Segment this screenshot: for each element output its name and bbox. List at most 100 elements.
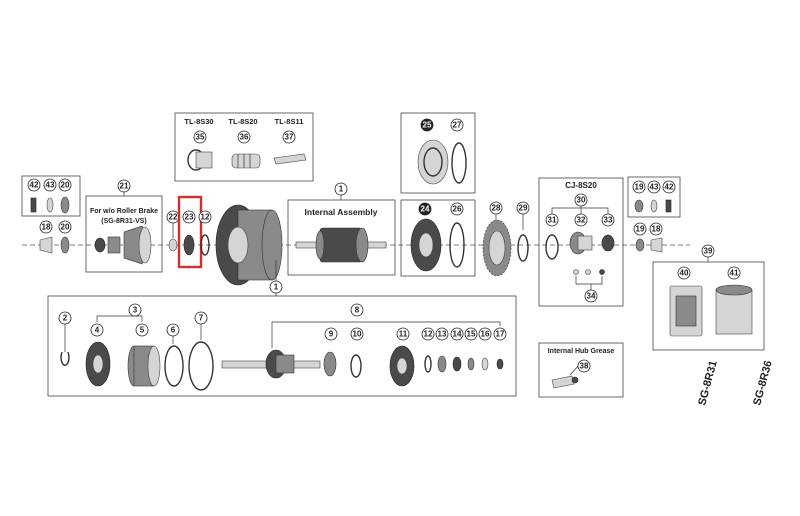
part-16[interactable]: 16	[478, 327, 492, 371]
svg-text:19: 19	[636, 225, 645, 234]
svg-text:16: 16	[481, 330, 490, 339]
svg-text:12: 12	[201, 213, 210, 222]
part-25[interactable]: 25	[417, 118, 449, 185]
part-28-sprocket[interactable]: 28	[482, 201, 512, 277]
highlight-box-23	[177, 195, 203, 269]
svg-text:30: 30	[577, 196, 586, 205]
svg-text:41: 41	[730, 269, 739, 278]
callout-1-top[interactable]: 1	[334, 182, 348, 196]
part-32[interactable]: 32	[569, 213, 593, 255]
part-31[interactable]: 31	[545, 213, 559, 260]
svg-text:43: 43	[650, 183, 659, 192]
svg-text:7: 7	[199, 314, 204, 323]
svg-text:1: 1	[339, 185, 344, 194]
part-9[interactable]: 9	[323, 327, 338, 377]
svg-text:11: 11	[399, 330, 408, 339]
part-12-bottom[interactable]: 12	[421, 327, 435, 373]
roller-brake-model: (SG-8R31-VS)	[101, 218, 147, 225]
part-18-left[interactable]: 18	[39, 220, 53, 254]
part-2[interactable]: 2	[58, 311, 72, 366]
part-20-left-axis[interactable]: 20	[58, 220, 72, 254]
part-19-right-axis[interactable]: 19	[633, 222, 647, 252]
svg-text:26: 26	[453, 205, 462, 214]
grease-label: Internal Hub Grease	[548, 348, 615, 355]
svg-text:36: 36	[240, 133, 249, 142]
svg-text:37: 37	[285, 133, 294, 142]
svg-text:42: 42	[665, 183, 674, 192]
part-7[interactable]: 7	[188, 311, 214, 391]
part-42-left[interactable]: 42	[27, 178, 41, 213]
svg-text:35: 35	[196, 133, 205, 142]
callout-39[interactable]: 39	[701, 244, 715, 258]
part-24[interactable]: 24	[410, 202, 442, 272]
part-3-group[interactable]: 3	[96, 303, 143, 322]
hub-shell[interactable]	[215, 204, 283, 286]
svg-text:1: 1	[274, 283, 279, 292]
svg-text:20: 20	[61, 181, 70, 190]
part-13[interactable]: 13	[435, 327, 449, 373]
svg-text:2: 2	[63, 314, 68, 323]
part-6[interactable]: 6	[164, 323, 184, 387]
svg-text:34: 34	[587, 292, 596, 301]
part-20-left-top[interactable]: 20	[58, 178, 72, 214]
part-43-right[interactable]: 43	[647, 180, 661, 213]
part-11[interactable]: 11	[389, 327, 415, 387]
part-18-right[interactable]: 18	[649, 222, 663, 253]
part-10[interactable]: 10	[350, 327, 364, 378]
svg-text:17: 17	[496, 330, 505, 339]
part-17[interactable]: 17	[493, 327, 507, 370]
svg-text:20: 20	[61, 223, 70, 232]
part-35-tool[interactable]: 35	[187, 130, 213, 171]
part-42-right[interactable]: 42	[662, 180, 676, 213]
part-22[interactable]: 22	[166, 210, 180, 252]
part-4[interactable]: 4	[85, 323, 111, 387]
svg-text:42: 42	[30, 181, 39, 190]
part-26[interactable]: 26	[449, 202, 465, 268]
part-40-oil-can[interactable]: 40	[669, 266, 703, 337]
part-8-group[interactable]: 8	[271, 303, 501, 348]
svg-text:22: 22	[169, 213, 178, 222]
internal-assembly-box	[287, 199, 396, 276]
callout-1-lower[interactable]: 1	[269, 280, 283, 294]
svg-text:38: 38	[580, 362, 589, 371]
part-38-grease[interactable]: 38	[551, 359, 591, 389]
part-41-grease-tub[interactable]: 41	[715, 266, 753, 335]
svg-text:19: 19	[635, 183, 644, 192]
part-19-right-top[interactable]: 19	[632, 180, 646, 213]
svg-text:14: 14	[453, 330, 462, 339]
internal-assembly-part[interactable]	[295, 227, 387, 263]
svg-text:24: 24	[421, 205, 430, 214]
svg-text:33: 33	[604, 216, 613, 225]
svg-text:5: 5	[140, 326, 145, 335]
hub-internals-box	[47, 295, 517, 397]
part-27[interactable]: 27	[450, 118, 467, 184]
svg-text:10: 10	[353, 330, 362, 339]
part-34[interactable]: 34	[573, 269, 605, 303]
part-37-tool[interactable]: 37	[273, 130, 307, 165]
hub-grease-box	[538, 342, 624, 398]
part-5[interactable]: 5	[127, 323, 161, 387]
part-33[interactable]: 33	[601, 213, 615, 252]
sprocket-cover-box-bottom	[400, 199, 476, 277]
part-14[interactable]: 14	[450, 327, 464, 372]
svg-text:21: 21	[120, 182, 129, 191]
part-12-top[interactable]: 12	[198, 210, 212, 256]
model-label-sg8r36: SG-8R36	[751, 359, 774, 406]
part-30[interactable]: 30	[551, 193, 609, 214]
part-36-tool[interactable]: 36	[231, 130, 261, 169]
hub-axle[interactable]	[221, 349, 321, 379]
svg-text:23: 23	[185, 213, 194, 222]
cj-label: CJ-8S20	[565, 181, 597, 190]
part-23[interactable]: 23	[182, 210, 196, 256]
part-15[interactable]: 15	[464, 327, 478, 371]
internal-assembly-label: Internal Assembly	[305, 207, 378, 217]
part-29[interactable]: 29	[516, 201, 530, 262]
svg-text:25: 25	[423, 121, 432, 130]
part-43-left[interactable]: 43	[43, 178, 57, 213]
svg-text:15: 15	[467, 330, 476, 339]
part-21[interactable]: 21	[94, 179, 152, 265]
tool-2-label: TL-8S20	[228, 117, 257, 126]
oil-grease-box	[652, 261, 765, 351]
svg-text:31: 31	[548, 216, 557, 225]
roller-brake-label: For w/o Roller Brake	[90, 208, 158, 215]
